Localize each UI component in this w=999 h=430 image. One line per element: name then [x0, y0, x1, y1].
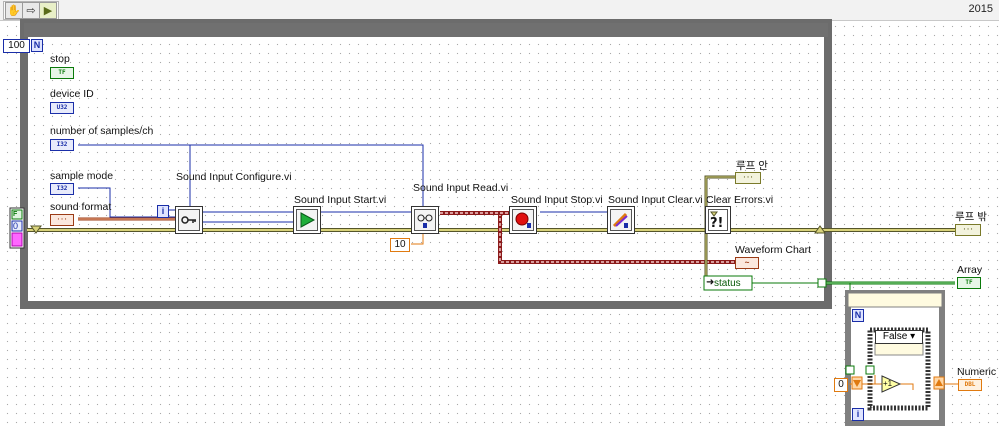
- iteration-terminal: i: [157, 205, 169, 218]
- status-output-label: status: [714, 278, 741, 289]
- bool-tunnel-inner: [845, 365, 855, 375]
- stop-vi-node[interactable]: [509, 206, 537, 234]
- clear-errors-vi-node[interactable]: ?!: [705, 206, 731, 234]
- left-tunnel-arrow: [30, 225, 42, 234]
- stop-terminal[interactable]: TF: [50, 67, 74, 79]
- timeout-wire: [411, 234, 424, 245]
- array-indicator: TF: [957, 277, 981, 289]
- eraser-icon: [612, 212, 628, 228]
- loop-count-terminal: N: [31, 39, 43, 52]
- array-label: Array: [957, 264, 983, 276]
- glasses-icon: [417, 214, 433, 228]
- case-selector-value: False: [882, 331, 908, 342]
- inside-loop-label: 루프 안: [736, 160, 768, 172]
- sample-mode-label: sample mode: [50, 170, 114, 182]
- int-shift-const: [11, 220, 23, 232]
- samples-label: number of samples/ch: [50, 125, 154, 137]
- integer-wires: [78, 144, 607, 223]
- configure-vi-label: Sound Input Configure.vi: [176, 171, 292, 183]
- sr-left-arrow: [853, 380, 861, 387]
- toolbar: ✋ ⇨ ▶ 2015: [0, 0, 999, 21]
- version-label: 2015: [968, 3, 993, 15]
- device-id-label: device ID: [50, 88, 94, 100]
- operate-hand-icon[interactable]: ✋: [5, 2, 23, 19]
- chevron-down-icon[interactable]: ▾: [910, 331, 916, 342]
- numeric-indicator: DBL: [958, 379, 982, 391]
- error-question-icon: ?!: [710, 211, 723, 231]
- sound-format-terminal[interactable]: ···: [50, 214, 74, 226]
- clear-vi-label: Sound Input Clear.vi: [608, 194, 703, 206]
- increment-label: +1: [883, 379, 893, 388]
- clear-errors-vi-icon: ?!: [708, 209, 728, 231]
- start-vi-label: Sound Input Start.vi: [294, 194, 387, 206]
- waveform-chart-indicator: ~: [735, 257, 759, 269]
- inner-iteration-terminal: i: [852, 408, 864, 421]
- sample-mode-terminal[interactable]: I32: [50, 183, 74, 195]
- right-tunnel-arrow: [814, 225, 826, 234]
- clear-vi-node[interactable]: [607, 206, 635, 234]
- configure-vi-icon: [178, 209, 200, 231]
- read-vi-label: Sound Input Read.vi: [413, 182, 509, 194]
- inner-count-terminal: N: [852, 309, 864, 322]
- inside-loop-indicator: ···: [735, 172, 761, 184]
- case-selector-label[interactable]: False ▾: [875, 330, 923, 344]
- pink-const: [11, 232, 23, 247]
- sr-right-arrow: [935, 379, 943, 386]
- svg-text:?!: ?!: [710, 216, 723, 230]
- index-start-constant[interactable]: 0: [834, 378, 848, 392]
- outside-loop-indicator: ···: [955, 224, 981, 236]
- read-vi-node[interactable]: [411, 206, 439, 234]
- status-arrow-icon: ➜: [706, 277, 715, 288]
- clear-errors-vi-label: Clear Errors.vi: [706, 194, 774, 206]
- increment-node: [881, 375, 902, 393]
- start-vi-icon: [296, 209, 318, 231]
- outside-loop-label: 루프 밖: [955, 211, 987, 223]
- stop-vi-icon: [512, 209, 534, 231]
- timeout-constant[interactable]: 10: [390, 238, 410, 252]
- start-vi-node[interactable]: [293, 206, 321, 234]
- stop-circle-icon: [515, 212, 531, 228]
- stop-label: stop: [50, 53, 70, 65]
- clear-vi-icon: [610, 209, 632, 231]
- key-icon: [181, 216, 196, 224]
- waveform-chart-label: Waveform Chart: [735, 244, 812, 256]
- samples-terminal[interactable]: I32: [50, 139, 74, 151]
- int-shift-value: 0: [13, 221, 19, 231]
- bool-shift-const: [11, 209, 23, 220]
- bool-shift-value: F: [13, 211, 18, 218]
- highlight-execution-icon[interactable]: ▶: [39, 2, 57, 19]
- configure-vi-node[interactable]: [175, 206, 203, 234]
- play-icon: [300, 212, 316, 228]
- dynamic-wire: [440, 211, 735, 264]
- loop-count-constant[interactable]: 100: [3, 39, 30, 53]
- status-output-box: [703, 275, 753, 291]
- for-loop-top-bar: [847, 292, 943, 308]
- device-id-terminal[interactable]: U32: [50, 102, 74, 114]
- numeric-label: Numeric: [957, 366, 997, 378]
- stop-vi-label: Sound Input Stop.vi: [511, 194, 603, 206]
- case-selector-tunnel: [865, 365, 875, 375]
- read-vi-icon: [414, 209, 436, 231]
- sound-format-label: sound format: [50, 201, 112, 213]
- while-loop-top-bar: [24, 23, 828, 37]
- case-shift-area: [874, 342, 924, 356]
- bool-tunnel-outer: [817, 278, 827, 288]
